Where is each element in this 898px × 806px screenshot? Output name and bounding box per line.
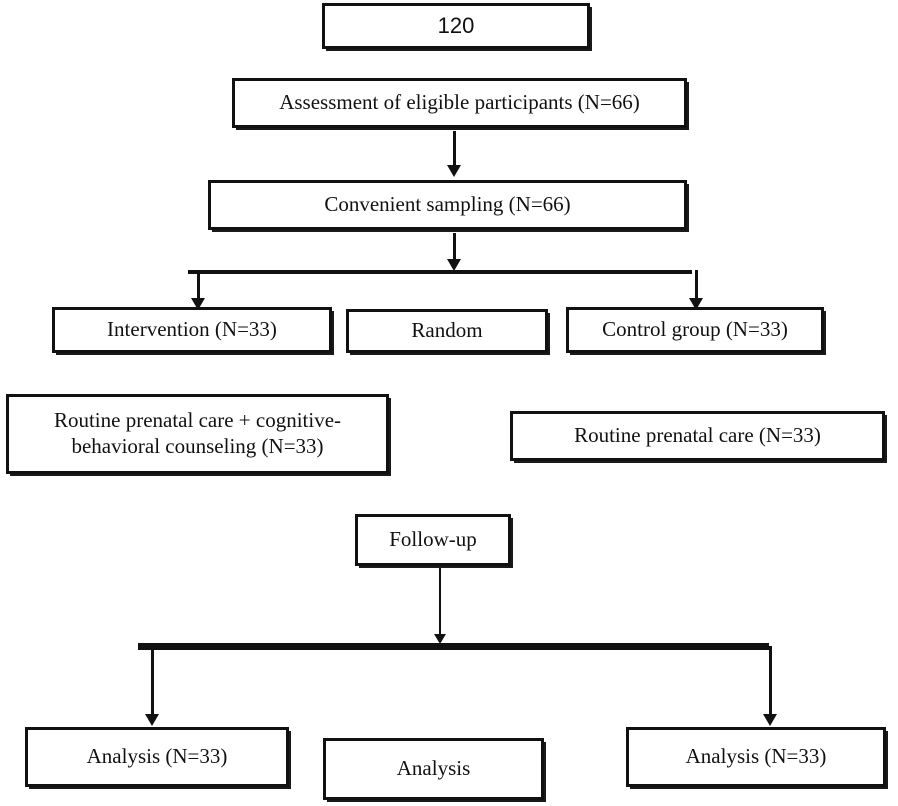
convenient-sampling-box-label: Convenient sampling (N=66) xyxy=(324,192,571,217)
connector-assessment-to-sampling xyxy=(446,131,462,177)
connector-assessment-to-sampling-stem xyxy=(452,131,456,167)
control-group-box-label: Control group (N=33) xyxy=(602,317,788,342)
connector-branch-to-control xyxy=(688,270,704,310)
analysis-intervention-box-label: Analysis (N=33) xyxy=(86,744,228,769)
connector-followup-to-branch xyxy=(432,568,448,646)
follow-up-box-label: Follow-up xyxy=(389,527,477,552)
intervention-care-box: Routine prenatal care + cognitive- behav… xyxy=(6,394,389,474)
connector-branch-to-analysis-right-stem xyxy=(768,646,772,716)
connector-branch-to-analysis-right-arrowhead xyxy=(763,714,777,726)
analysis-box: Analysis xyxy=(323,738,544,800)
connector-branch-to-intervention-arrowhead xyxy=(191,298,205,310)
analysis-intervention-box: Analysis (N=33) xyxy=(25,727,289,787)
connector-sampling-to-branch-stem xyxy=(452,233,456,261)
random-box-label: Random xyxy=(411,318,483,343)
control-care-box-label: Routine prenatal care (N=33) xyxy=(574,423,821,448)
connector-branch-to-control-stem xyxy=(694,270,698,300)
connector-branch-to-intervention xyxy=(190,270,206,310)
connector-followup-to-branch-arrowhead xyxy=(434,634,446,644)
intervention-group-box: Intervention (N=33) xyxy=(52,307,332,353)
convenient-sampling-box: Convenient sampling (N=66) xyxy=(208,180,687,230)
intervention-care-box-label: Routine prenatal care + cognitive- behav… xyxy=(53,408,342,458)
total-participants-box: 120 xyxy=(322,3,590,49)
control-group-box: Control group (N=33) xyxy=(566,307,824,353)
connector-sampling-to-branch xyxy=(446,233,462,271)
control-care-box: Routine prenatal care (N=33) xyxy=(510,411,885,461)
analysis-control-box-label: Analysis (N=33) xyxy=(685,744,827,769)
connector-branch-to-analysis-left xyxy=(144,646,160,726)
connector-branch-to-intervention-stem xyxy=(196,270,200,300)
connector-branch-to-analysis-left-stem xyxy=(150,646,154,716)
assessment-box-label: Assessment of eligible participants (N=6… xyxy=(279,90,640,115)
analysis-control-box: Analysis (N=33) xyxy=(626,727,886,787)
connector-branch-to-control-arrowhead xyxy=(689,298,703,310)
connector-followup-to-branch-stem xyxy=(439,568,441,636)
connector-sampling-to-branch-arrowhead xyxy=(447,259,461,271)
follow-up-box: Follow-up xyxy=(355,514,511,566)
random-box: Random xyxy=(346,309,548,353)
total-participants-box-label: 120 xyxy=(437,12,475,38)
assessment-box: Assessment of eligible participants (N=6… xyxy=(232,78,687,128)
connector-assessment-to-sampling-arrowhead xyxy=(447,165,461,177)
intervention-group-box-label: Intervention (N=33) xyxy=(107,317,277,342)
connector-branch-to-analysis-left-arrowhead xyxy=(145,714,159,726)
branch-bar-lower xyxy=(138,643,769,650)
analysis-box-label: Analysis xyxy=(396,756,471,781)
branch-bar-upper xyxy=(188,270,692,274)
connector-branch-to-analysis-right xyxy=(762,646,778,726)
